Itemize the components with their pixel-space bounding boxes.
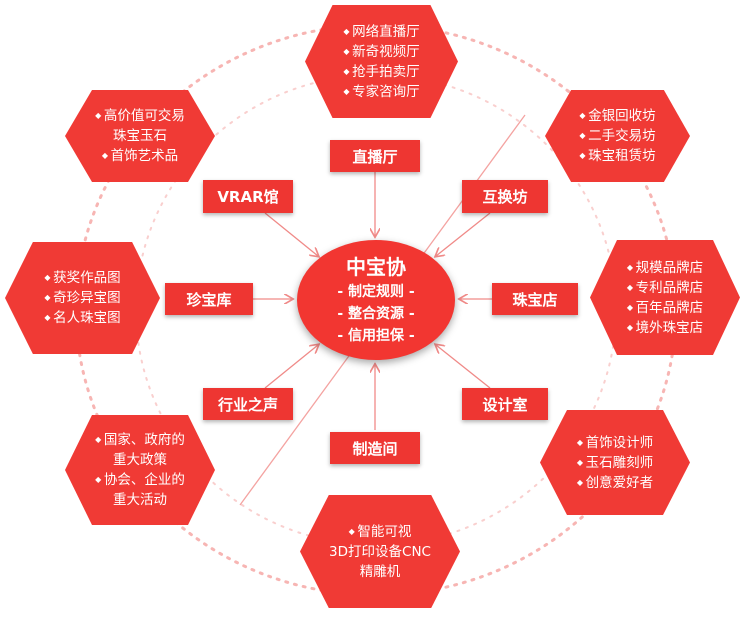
center-hub: 中宝协 - 制定规则 - - 整合资源 - - 信用担保 - xyxy=(297,240,455,360)
label-factory: 制造间 xyxy=(330,432,420,464)
hex-item: 高价值可交易 xyxy=(95,106,185,126)
center-line: - 信用担保 - xyxy=(337,328,415,344)
hex-item: 网络直播厅 xyxy=(343,22,420,42)
label-design: 设计室 xyxy=(462,388,548,420)
hex-designers: 首饰设计师 玉石雕刻师 创意爱好者 xyxy=(540,410,690,515)
hex-item: 专利品牌店 xyxy=(627,278,704,298)
hex-item: 抢手拍卖厅 xyxy=(343,62,420,82)
hex-item: 珠宝租赁坊 xyxy=(579,146,656,166)
hex-item: 创意爱好者 xyxy=(577,473,654,493)
hex-item: 新奇视频厅 xyxy=(343,42,420,62)
hex-item: 二手交易坊 xyxy=(579,126,656,146)
hex-exchange: 金银回收坊 二手交易坊 珠宝租赁坊 xyxy=(545,90,690,182)
hex-item: 重大活动 xyxy=(113,492,167,508)
hex-item: 规模品牌店 xyxy=(627,258,704,278)
hex-item: 协会、企业的 xyxy=(95,470,185,490)
hex-item: 奇珍异宝图 xyxy=(44,288,121,308)
hex-item: 境外珠宝店 xyxy=(627,318,704,338)
center-line: - 制定规则 - xyxy=(337,284,415,300)
hex-shops: 规模品牌店 专利品牌店 百年品牌店 境外珠宝店 xyxy=(590,240,740,355)
hex-item: 3D打印设备CNC xyxy=(329,543,431,560)
hex-industry-voice: 国家、政府的 重大政策 协会、企业的 重大活动 xyxy=(65,415,215,525)
hex-manufacturing: 智能可视 3D打印设备CNC 精雕机 xyxy=(300,495,460,608)
label-treasury: 珍宝库 xyxy=(165,283,253,315)
hex-item: 重大政策 xyxy=(113,452,167,468)
label-live: 直播厅 xyxy=(330,140,420,172)
hex-item: 首饰设计师 xyxy=(577,433,654,453)
hex-item: 珠宝玉石 xyxy=(113,128,167,144)
hex-item: 专家咨询厅 xyxy=(343,82,420,102)
center-title: 中宝协 xyxy=(346,255,406,279)
label-voice: 行业之声 xyxy=(203,388,293,420)
label-vrar: VRAR馆 xyxy=(203,180,293,213)
hex-item: 玉石雕刻师 xyxy=(577,453,654,473)
label-exchange: 互换坊 xyxy=(462,180,548,213)
center-line: - 整合资源 - xyxy=(337,306,415,322)
hex-treasury: 获奖作品图 奇珍异宝图 名人珠宝图 xyxy=(5,242,160,354)
hex-item: 首饰艺术品 xyxy=(102,146,179,166)
hex-item: 国家、政府的 xyxy=(95,430,185,450)
hex-tradable: 高价值可交易 珠宝玉石 首饰艺术品 xyxy=(65,90,215,182)
hex-live-halls: 网络直播厅 新奇视频厅 抢手拍卖厅 专家咨询厅 xyxy=(305,5,458,118)
hex-item: 金银回收坊 xyxy=(579,106,656,126)
hex-item: 百年品牌店 xyxy=(627,298,704,318)
hex-item: 精雕机 xyxy=(359,563,401,580)
label-shop: 珠宝店 xyxy=(492,283,578,315)
hex-item: 获奖作品图 xyxy=(44,268,121,288)
hex-item: 智能可视 xyxy=(349,522,411,542)
hex-item: 名人珠宝图 xyxy=(44,308,121,328)
